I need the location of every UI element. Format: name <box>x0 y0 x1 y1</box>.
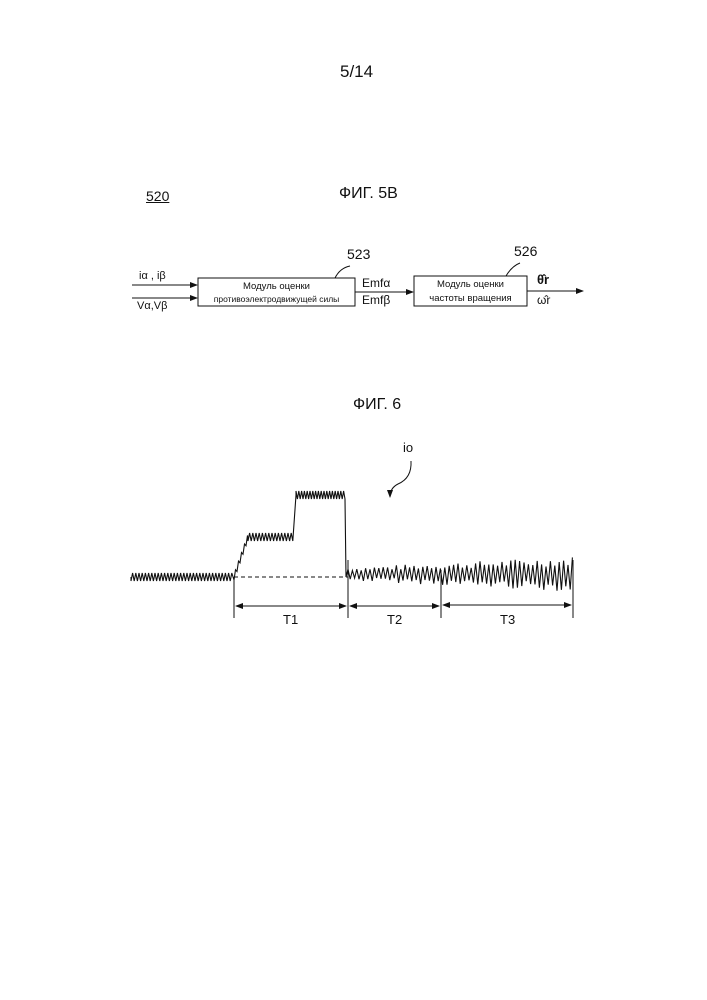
io-waveform <box>131 491 572 591</box>
emf-beta: Emfβ <box>362 293 390 307</box>
block1-ref: 523 <box>347 246 370 262</box>
theta-output: θ̂r <box>537 272 549 287</box>
omega-output: ω̂r <box>537 293 550 307</box>
input-voltages: Vα,Vβ <box>137 300 167 312</box>
interval-t1: T1 <box>283 612 298 627</box>
block2-ref: 526 <box>514 243 537 259</box>
block2-line1: Модуль оценки <box>414 279 527 290</box>
fig6-title: ФИГ. 6 <box>353 396 401 414</box>
interval-t3: T3 <box>500 612 515 627</box>
emf-alpha: Emfα <box>362 276 390 290</box>
block1-line2: противоэлектродвижущей силы <box>198 294 355 304</box>
io-label: io <box>403 440 413 455</box>
block1-line1: Модуль оценки <box>198 281 355 292</box>
input-currents: iα , iβ <box>139 270 166 282</box>
block2-line2: частоты вращения <box>414 293 527 304</box>
interval-t2: T2 <box>387 612 402 627</box>
